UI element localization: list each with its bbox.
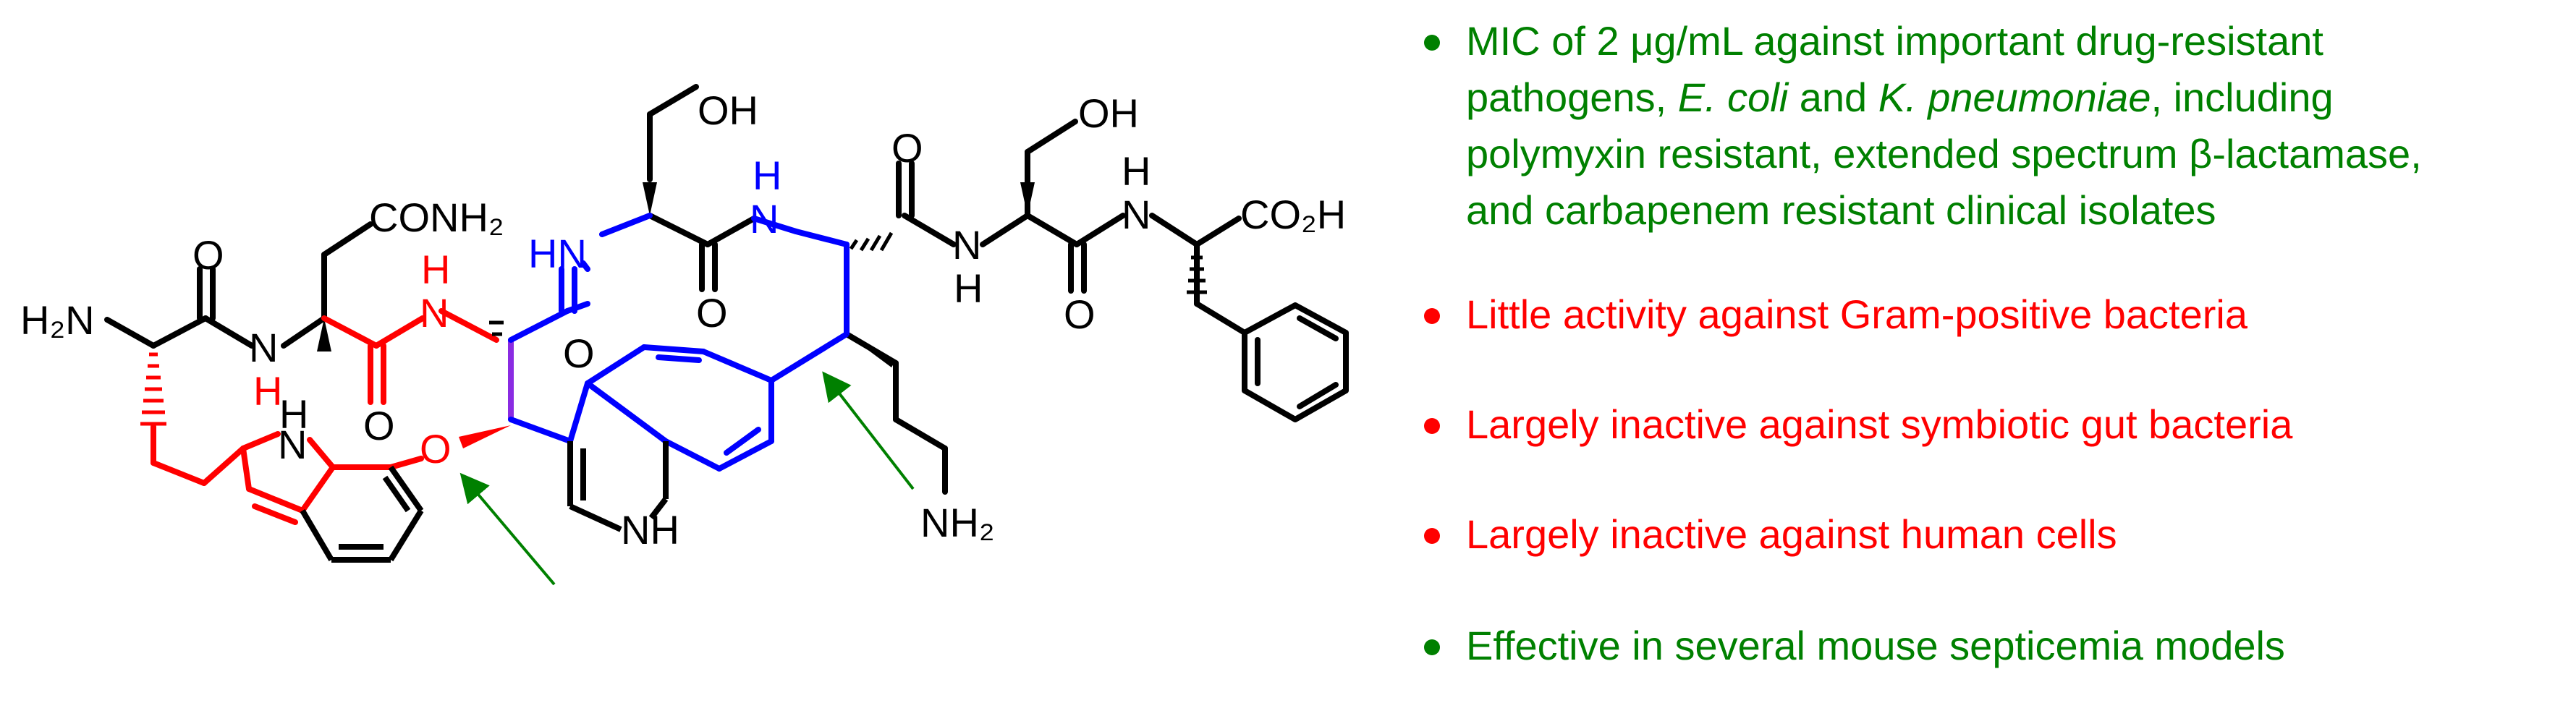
bullet-text-line: Largely inactive against human cells xyxy=(1466,506,2566,563)
label-nh-indole-blue: NH xyxy=(621,507,679,553)
label-o6: O xyxy=(1064,291,1096,337)
label-h-amide1: H xyxy=(253,368,282,414)
text-segment: Largely inactive against symbiotic gut b… xyxy=(1466,401,2293,447)
label-o-ether: O xyxy=(420,426,452,472)
green-arrows xyxy=(459,371,915,586)
bullet-text-line: Largely inactive against symbiotic gut b… xyxy=(1466,396,2566,453)
bullet-dot-icon xyxy=(1424,308,1440,324)
label-n-indole-red: N xyxy=(278,422,307,467)
text-segment: Little activity against Gram-positive ba… xyxy=(1466,291,2247,337)
arrow-to-lysine-bond xyxy=(822,371,915,490)
label-oh-ser2: OH xyxy=(1078,90,1139,136)
bullet-dot-icon xyxy=(1424,528,1440,544)
label-nh2-lys: NH₂ xyxy=(920,500,995,545)
solid-wedges-black xyxy=(317,182,1035,352)
label-n-amide2: N xyxy=(952,222,981,268)
label-co2h: CO₂H xyxy=(1240,192,1346,237)
hash-wedge-black xyxy=(140,352,166,426)
label-o5: O xyxy=(891,125,923,171)
label-o1: O xyxy=(192,232,224,278)
hash-wedge-red xyxy=(489,320,504,336)
label-hn-blue: HN xyxy=(528,231,587,276)
italic-species-name: K. pneumoniae xyxy=(1878,74,2151,120)
label-n-amide1: N xyxy=(249,325,278,370)
label-h-amide-red: H xyxy=(421,247,450,292)
label-h-indole-red: H xyxy=(279,391,308,437)
label-o3: O xyxy=(563,331,595,376)
black-bonds xyxy=(104,84,1349,495)
label-o2: O xyxy=(363,403,395,448)
text-segment: Effective in several mouse septicemia mo… xyxy=(1466,623,2285,668)
bullet-text: Largely inactive against human cells xyxy=(1466,506,2566,563)
solid-wedge-blue xyxy=(847,334,896,367)
label-n-blue: N xyxy=(750,196,779,242)
label-h-blue: H xyxy=(753,153,781,198)
atom-labels: H₂N CONH₂ O N H O N H O HN OH O N H O OH… xyxy=(20,88,1346,553)
label-n-amide3: N xyxy=(1122,192,1151,237)
bullet-text-line: and carbapenem resistant clinical isolat… xyxy=(1466,182,2566,239)
bullet-dot-icon xyxy=(1424,639,1440,655)
label-h-amide3: H xyxy=(1122,148,1151,194)
label-n-amide-red: N xyxy=(420,290,449,336)
text-segment: Largely inactive against human cells xyxy=(1466,511,2117,557)
italic-species-name: E. coli xyxy=(1677,74,1789,120)
text-segment: MIC of 2 μg/mL against important drug-re… xyxy=(1466,18,2323,64)
indole2-black xyxy=(567,441,669,532)
bullet-text: Largely inactive against symbiotic gut b… xyxy=(1466,396,2566,453)
text-segment: , including xyxy=(2151,74,2334,120)
arrow-to-ether-bond xyxy=(459,472,556,586)
red-bonds xyxy=(151,308,499,525)
bullet-text: MIC of 2 μg/mL against important drug-re… xyxy=(1466,13,2566,239)
bullet-dot-icon xyxy=(1424,35,1440,51)
bullet-text-line: pathogens, E. coli and K. pneumoniae, in… xyxy=(1466,69,2566,126)
bullet-text-line: polymyxin resistant, extended spectrum β… xyxy=(1466,126,2566,182)
bullet-text-line: MIC of 2 μg/mL against important drug-re… xyxy=(1466,13,2566,69)
label-h2n: H₂N xyxy=(20,297,95,343)
solid-wedge-red xyxy=(459,425,511,448)
bullet-text: Little activity against Gram-positive ba… xyxy=(1466,286,2566,343)
bullet-dot-icon xyxy=(1424,418,1440,434)
text-segment: and xyxy=(1788,74,1878,120)
label-conh2: CONH₂ xyxy=(369,195,504,240)
hash-wedges-black xyxy=(849,231,1207,294)
blue-bonds xyxy=(508,213,850,472)
bullet-text: Effective in several mouse septicemia mo… xyxy=(1466,618,2566,674)
label-oh-ser1: OH xyxy=(698,88,758,133)
text-segment: and carbapenem resistant clinical isolat… xyxy=(1466,187,2216,233)
label-o4: O xyxy=(696,290,728,336)
text-segment: polymyxin resistant, extended spectrum β… xyxy=(1466,131,2422,176)
indole1-benzene-black xyxy=(300,465,424,563)
bullet-text-line: Little activity against Gram-positive ba… xyxy=(1466,286,2566,343)
bullet-text-line: Effective in several mouse septicemia mo… xyxy=(1466,618,2566,674)
text-segment: pathogens, xyxy=(1466,74,1678,120)
label-h-amide2: H xyxy=(954,265,983,311)
